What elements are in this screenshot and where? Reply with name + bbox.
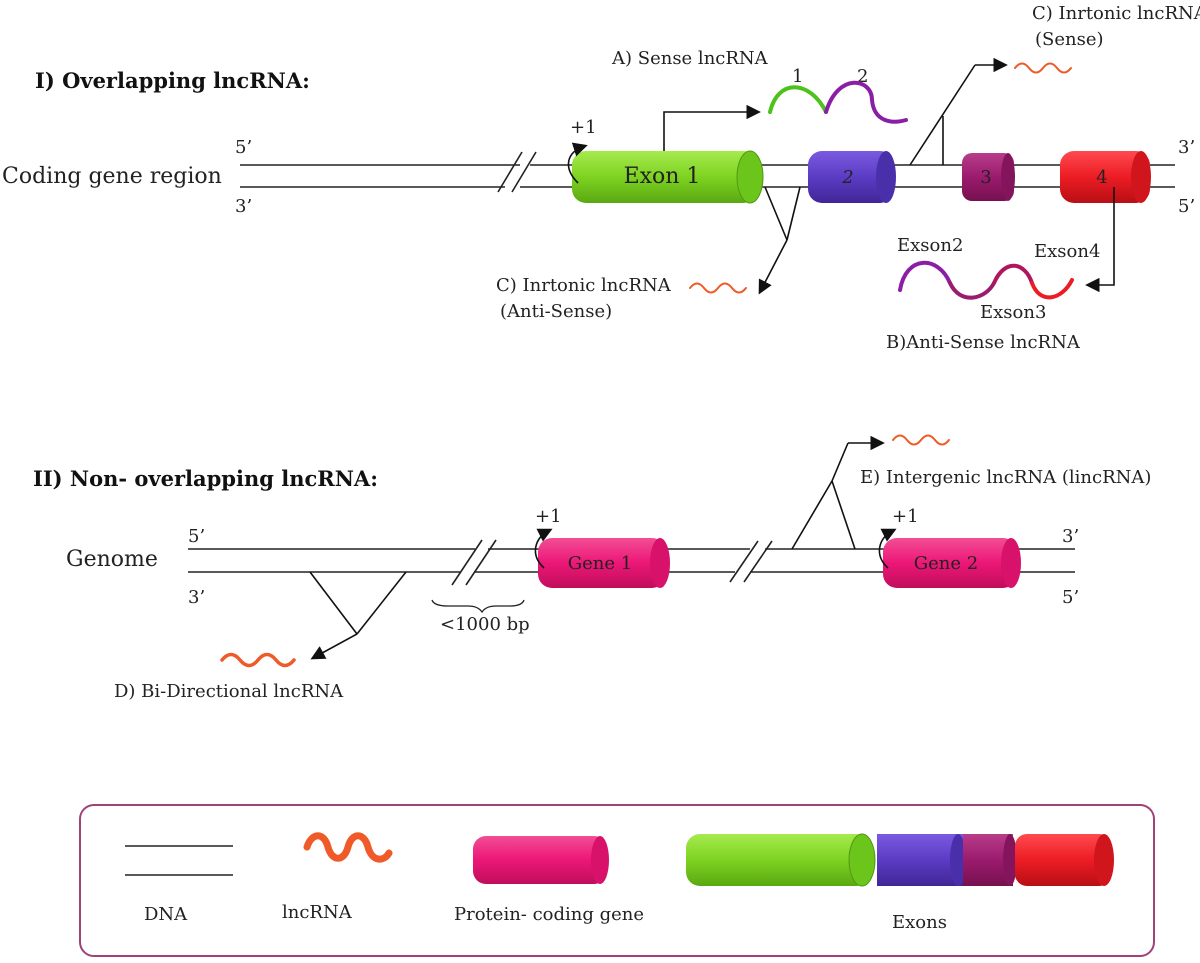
distance-label: <1000 bp	[440, 614, 530, 635]
exon-2: 2	[808, 151, 896, 203]
legend-exons-symbol	[686, 833, 1114, 887]
gene-2: Gene 2	[883, 538, 1021, 588]
intronic-antisense-label-line1: C) Inrtonic lncRNA	[496, 275, 672, 296]
bidirectional-lncrna	[220, 652, 296, 668]
gene-1-tss-arrow	[534, 528, 553, 569]
legend-dna-label: DNA	[144, 904, 188, 925]
bidirectional-arrow	[309, 571, 407, 660]
tss-arrow	[567, 142, 588, 184]
legend-lncrna-symbol	[303, 832, 393, 863]
antisense-exon2-segment	[898, 260, 952, 292]
antisense-arrow	[1085, 187, 1115, 293]
intergenic-arrow	[791, 435, 885, 550]
intronic-antisense-arrow	[758, 186, 801, 295]
intronic-sense-label-line2: (Sense)	[1035, 29, 1104, 50]
strand-end-3-top-right: 3’	[1178, 137, 1195, 158]
antisense-lncrna-label: B)Anti-Sense lncRNA	[886, 332, 1081, 353]
antisense-exon4-label: Exson4	[1034, 241, 1100, 262]
bidirectional-lncrna-label: D) Bi-Directional lncRNA	[114, 681, 344, 702]
tss-label: +1	[570, 117, 597, 138]
genome-end-3-bottom: 3’	[188, 587, 205, 608]
intronic-antisense-lncrna	[689, 282, 747, 294]
antisense-exon4-segment	[1030, 278, 1074, 300]
sense-lncrna-segment-1	[768, 85, 828, 114]
section2-heading: II) Non- overlapping lncRNA:	[33, 466, 378, 491]
sense-lncrna-segment-2	[824, 80, 908, 124]
exon-2-label: 2	[841, 167, 853, 188]
intronic-sense-arrow	[909, 57, 1008, 166]
exon-1: Exon 1	[572, 150, 764, 204]
strand-end-5-bottom-right: 5’	[1178, 196, 1195, 217]
sense-arrow	[663, 104, 761, 151]
legend-dna-symbol	[125, 845, 233, 876]
genome-label: Genome	[66, 547, 158, 572]
intergenic-lncrna-label: E) Intergenic lncRNA (lincRNA)	[860, 467, 1151, 488]
antisense-exon3-segment-a	[948, 281, 996, 300]
strand-end-3-bottom: 3’	[235, 196, 252, 217]
distance-brace	[431, 599, 525, 614]
intronic-sense-lncrna	[1014, 62, 1072, 74]
legend-protein-gene-label: Protein- coding gene	[454, 904, 644, 925]
gene-1: Gene 1	[538, 538, 670, 588]
exon-4-label: 4	[1096, 167, 1107, 188]
antisense-exon3-segment-b	[992, 263, 1034, 285]
gene-1-tss-label: +1	[535, 506, 562, 527]
coding-gene-region-label: Coding gene region	[2, 164, 222, 189]
sense-segment-1-label: 1	[792, 66, 803, 87]
genome-end-5-bottom-right: 5’	[1062, 587, 1079, 608]
sense-lncrna-label: A) Sense lncRNA	[611, 48, 769, 69]
gene-1-label: Gene 1	[568, 553, 632, 574]
genome-end-5-top: 5’	[188, 526, 205, 547]
sense-segment-2-label: 2	[857, 66, 868, 87]
intronic-sense-label-line1: C) Inrtonic lncRNA	[1032, 3, 1200, 24]
antisense-exon2-label: Exson2	[897, 235, 963, 256]
genome-end-3-top-right: 3’	[1062, 526, 1079, 547]
antisense-exon3-label: Exson3	[980, 302, 1046, 323]
gene-2-tss-arrow	[878, 528, 897, 569]
gene-2-label: Gene 2	[914, 553, 978, 574]
legend-protein-gene-symbol	[473, 836, 609, 884]
legend-lncrna-label: lncRNA	[282, 902, 353, 923]
exon-3-label: 3	[980, 167, 991, 188]
strand-end-5-top: 5’	[235, 137, 252, 158]
intergenic-lncrna	[892, 434, 950, 446]
exon-1-label: Exon 1	[624, 164, 701, 189]
gene-2-tss-label: +1	[892, 506, 919, 527]
exon-3: 3	[962, 153, 1015, 201]
section1-heading: I) Overlapping lncRNA:	[35, 68, 310, 93]
legend-exons-label: Exons	[892, 912, 947, 933]
intronic-antisense-label-line2: (Anti-Sense)	[500, 301, 612, 322]
exon-4: 4	[1060, 151, 1151, 203]
